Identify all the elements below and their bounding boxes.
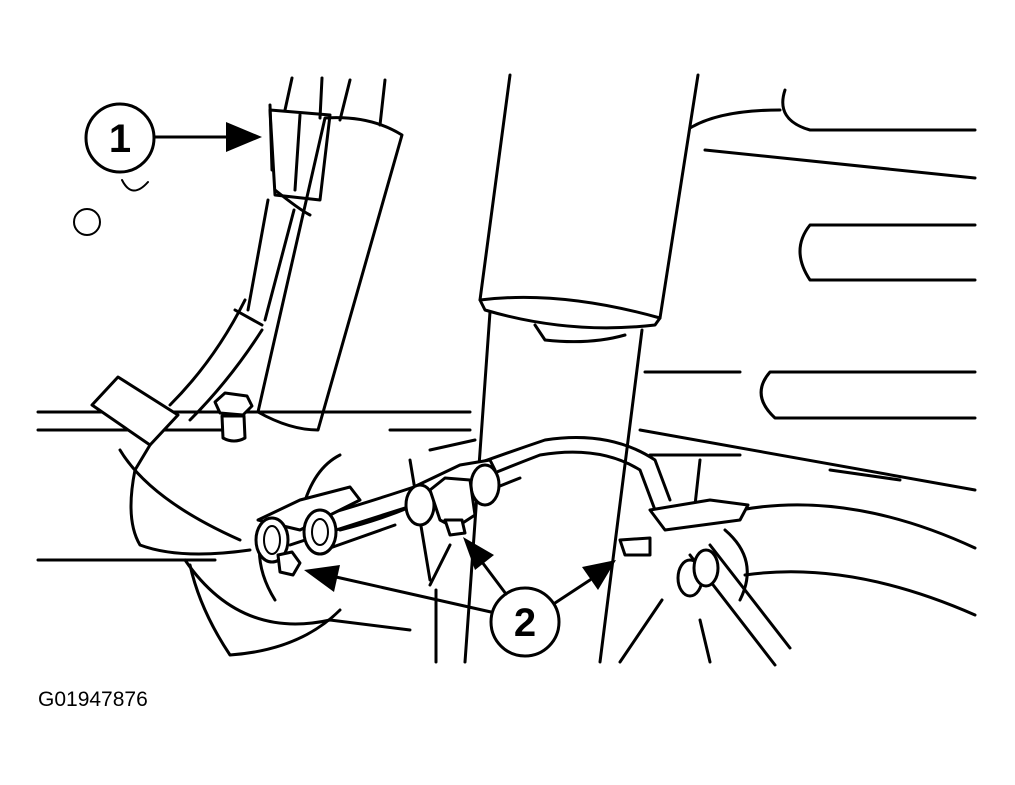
callout-1-label: 1 xyxy=(109,117,131,161)
mounting-bolt xyxy=(213,391,254,443)
hose-clip-middle xyxy=(404,458,501,537)
arrow-2b-head xyxy=(463,537,494,570)
callout-2: 2 xyxy=(304,537,616,658)
shock-absorber xyxy=(434,73,700,664)
arrow-2c-head xyxy=(582,560,616,590)
arrow-2a-head xyxy=(304,565,340,592)
arrow-1-head xyxy=(226,122,262,152)
detail-circles xyxy=(73,179,149,236)
hose-clip-right xyxy=(618,498,750,598)
sensor-housing xyxy=(168,76,404,432)
suspension-background xyxy=(36,88,977,657)
callout-1: 1 xyxy=(84,102,262,174)
hose-clip-left xyxy=(254,485,362,577)
cable-bracket xyxy=(90,375,252,556)
figure-code: G01947876 xyxy=(38,688,148,711)
callout-2-label: 2 xyxy=(514,601,536,645)
